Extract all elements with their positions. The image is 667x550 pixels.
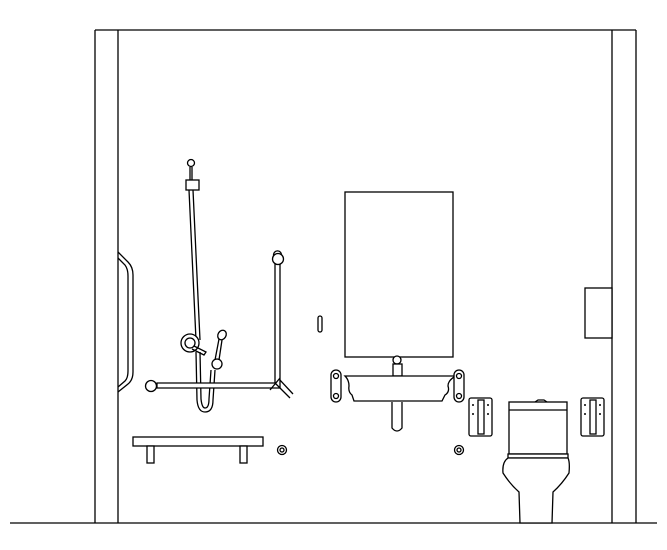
- wall-cabinet: [584, 287, 613, 339]
- vertical-grab-bar: [117, 251, 134, 393]
- shower-mixer: [180, 333, 207, 356]
- left-wall: [94, 30, 119, 523]
- shower-hose: [195, 351, 216, 413]
- thermostat: [317, 315, 323, 333]
- right-wall: [611, 30, 637, 523]
- toilet-tank: [508, 401, 568, 455]
- shower-bracket: [185, 179, 200, 191]
- folding-grab-bar-left: [468, 397, 493, 437]
- outlet-right: [453, 444, 465, 456]
- toilet: [502, 399, 570, 524]
- l-grab-bar: [144, 250, 294, 399]
- shower-rail: [185, 158, 201, 341]
- toilet-bowl: [502, 457, 570, 524]
- mirror: [344, 191, 454, 358]
- hand-shower: [211, 329, 227, 370]
- washbasin: [330, 355, 465, 432]
- outlet-left: [276, 444, 288, 456]
- shower-bench: [132, 436, 264, 464]
- folding-grab-bar-right: [580, 397, 605, 437]
